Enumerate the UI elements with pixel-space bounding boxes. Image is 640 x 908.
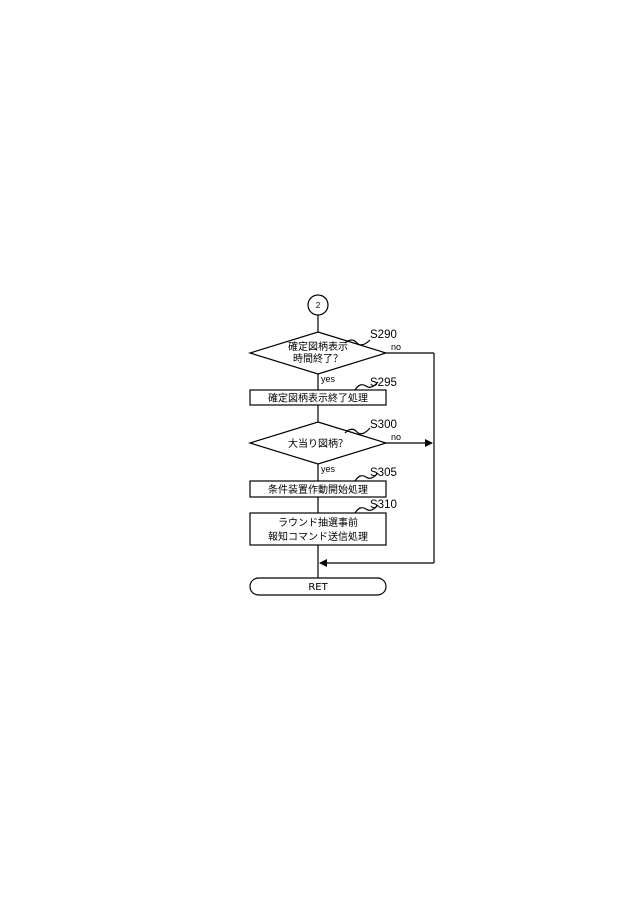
decision-s300: 大当り図柄？ — [250, 422, 386, 464]
s290-yes-label: yes — [321, 374, 336, 384]
s300-yes-label: yes — [321, 464, 336, 474]
process-s305-text: 条件装置作動開始処理 — [268, 483, 368, 496]
process-s310-line2: 報知コマンド送信処理 — [268, 530, 368, 543]
connector-label: 2 — [316, 301, 321, 310]
process-s295: 確定図柄表示終了処理 — [250, 390, 386, 405]
decision-s300-text: 大当り図柄？ — [288, 437, 348, 450]
step-id-s310: S310 — [370, 499, 397, 511]
decision-s290-line2: 時間終了？ — [293, 352, 343, 365]
connector-2: 2 — [308, 295, 328, 315]
process-s295-text: 確定図柄表示終了処理 — [268, 392, 368, 405]
s300-no-label: no — [391, 432, 401, 442]
process-s310-line1: ラウンド抽選事前 — [278, 516, 358, 529]
decision-s290-line1: 確定図柄表示 — [288, 340, 348, 353]
terminal-label: RET — [308, 582, 328, 593]
step-id-s300: S300 — [370, 419, 397, 431]
decision-s290: 確定図柄表示 時間終了？ — [250, 332, 386, 374]
process-s310: ラウンド抽選事前 報知コマンド送信処理 — [250, 513, 386, 545]
step-id-s295: S295 — [370, 377, 397, 389]
terminal-ret: RET — [250, 578, 386, 595]
process-s305: 条件装置作動開始処理 — [250, 481, 386, 497]
s290-no-label: no — [391, 342, 401, 352]
step-id-s290: S290 — [370, 329, 397, 341]
step-id-s305: S305 — [370, 467, 397, 479]
